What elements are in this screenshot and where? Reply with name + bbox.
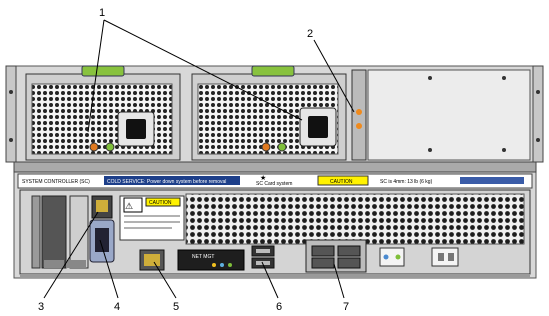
- callout-2: 2: [307, 28, 313, 40]
- sc-weight-label: SC is 4mm: 13 lb (6 kg): [380, 179, 433, 185]
- callout-3: 3: [38, 301, 44, 313]
- left-rack-ear: [5, 65, 17, 163]
- callout-7: 7: [343, 301, 349, 313]
- indicator-panel-2: [431, 247, 459, 267]
- system-controller: ⚠ CAUTION NET MGT: [19, 189, 531, 275]
- psu-1-status-led: [89, 142, 99, 152]
- psu-2-handle: [251, 65, 295, 77]
- power-supply-1: [25, 65, 181, 161]
- system-controller-label: SYSTEM CONTROLLER (SC): [22, 179, 90, 185]
- caution-sticker-label: CAUTION: [149, 200, 172, 206]
- fault-led-amber-2: [356, 123, 362, 129]
- usb-ports: [251, 245, 275, 269]
- sc-vent-grille: [185, 193, 525, 245]
- right-rack-ear: [532, 65, 544, 163]
- callout-1: 1: [99, 7, 105, 19]
- callout-5: 5: [173, 301, 179, 313]
- chassis-divider: [13, 161, 537, 173]
- callout-4: 4: [114, 301, 120, 313]
- sc-card-note: SC Card system: [256, 181, 292, 187]
- caution-label: CAUTION: [330, 179, 353, 185]
- sc-status-panel: [177, 249, 245, 271]
- callout-leaders: [43, 19, 355, 299]
- label-strip: SYSTEM CONTROLLER (SC) COLD SERVICE: Pow…: [17, 173, 533, 189]
- psu-2-status-led: [261, 142, 271, 152]
- power-supply-2: [191, 65, 347, 161]
- psu-1-handle: [81, 65, 125, 77]
- network-module: [305, 239, 367, 273]
- star-icon: ★: [260, 174, 266, 182]
- indicator-panel-1: [379, 247, 405, 267]
- cold-service-label: COLD SERVICE: Power down system before r…: [107, 179, 226, 185]
- fault-led-amber-1: [356, 109, 362, 115]
- netmgt-label: NET MGT: [192, 254, 214, 260]
- callout-6: 6: [276, 301, 282, 313]
- warning-icon: ⚠: [125, 202, 133, 212]
- filler-panel: [351, 69, 531, 161]
